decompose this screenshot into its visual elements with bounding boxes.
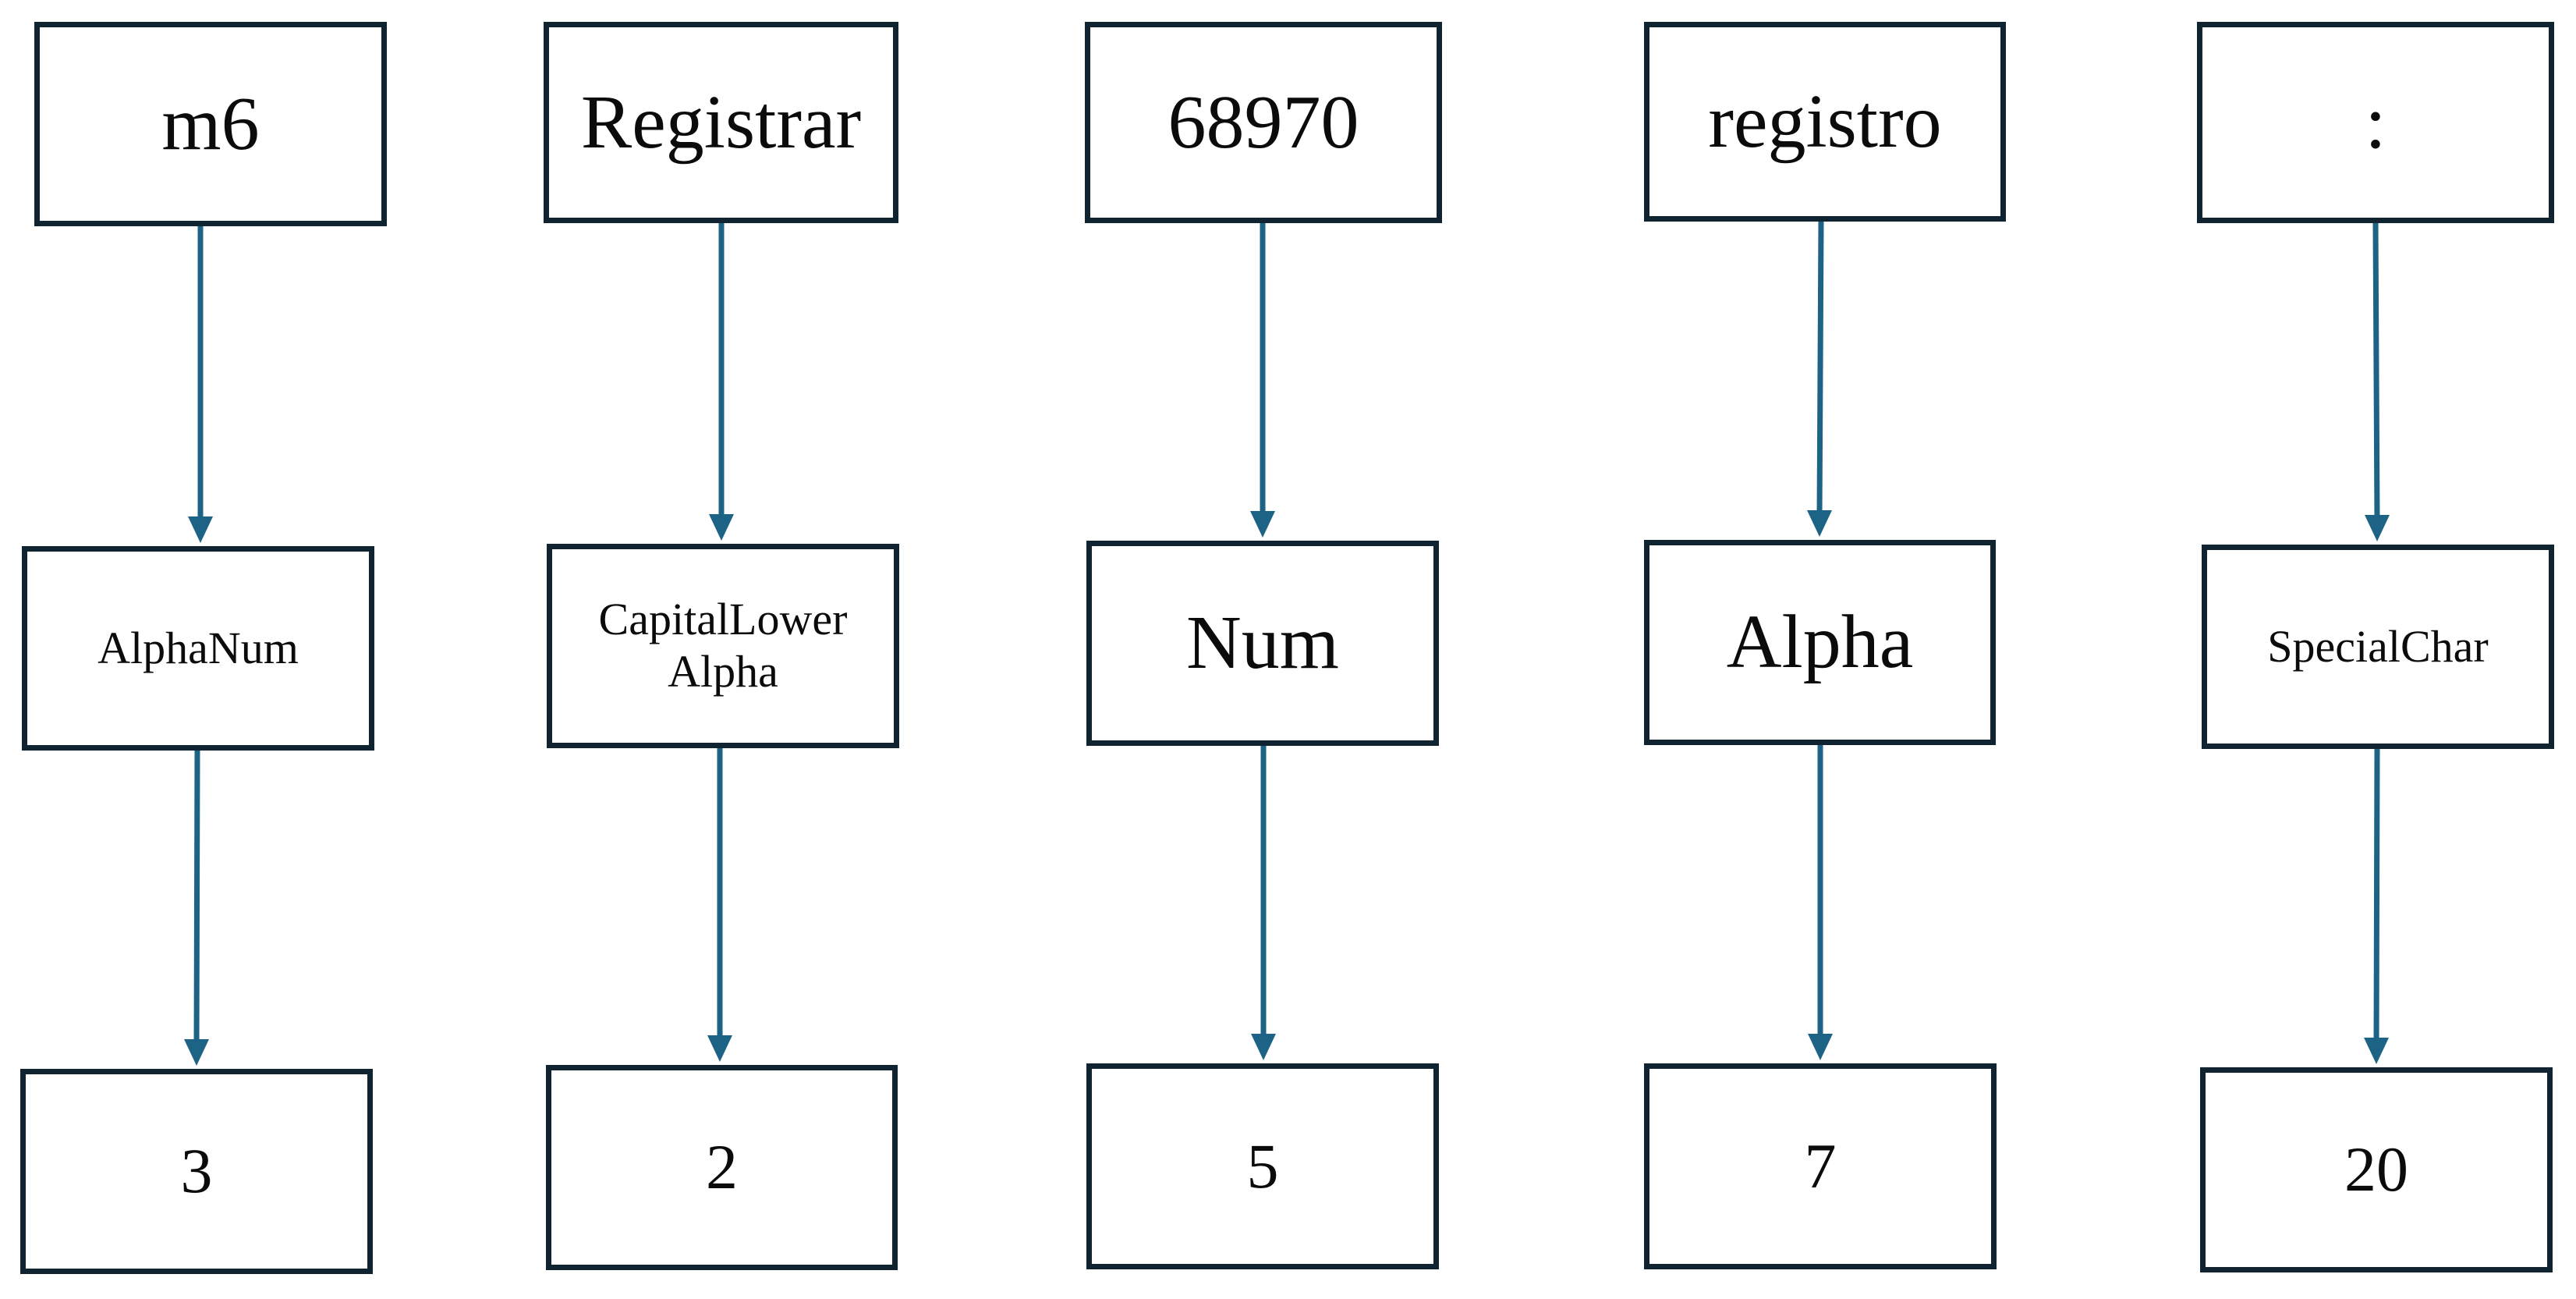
type-text-5: SpecialChar xyxy=(2267,620,2489,672)
arrowhead-icon xyxy=(188,516,213,543)
type-text-1: AlphaNum xyxy=(97,622,299,673)
connector-arrow-8 xyxy=(1808,745,1833,1060)
connector-arrow-6 xyxy=(1251,746,1276,1060)
value-text-3: 5 xyxy=(1246,1130,1279,1201)
token-text-5: : xyxy=(2365,80,2386,165)
token-box-4: registro xyxy=(1644,22,2006,222)
value-box-3: 5 xyxy=(1086,1063,1439,1269)
type-box-5: SpecialChar xyxy=(2202,545,2554,749)
arrowhead-icon xyxy=(2365,515,2390,541)
token-text-1: m6 xyxy=(161,81,260,166)
token-box-5: : xyxy=(2197,22,2554,223)
type-box-4: Alpha xyxy=(1644,540,1996,745)
connector-arrow-4 xyxy=(707,748,732,1062)
token-box-2: Registrar xyxy=(544,22,898,223)
arrowhead-icon xyxy=(1251,1034,1276,1060)
arrowhead-icon xyxy=(1807,510,1832,537)
value-box-5: 20 xyxy=(2200,1067,2553,1272)
arrowhead-icon xyxy=(1808,1034,1833,1060)
connector-arrow-9 xyxy=(2365,222,2390,541)
arrowhead-icon xyxy=(1250,511,1275,538)
connector-arrow-3 xyxy=(709,223,734,541)
connector-arrow-2 xyxy=(184,750,209,1066)
connector-arrow-5 xyxy=(1250,223,1275,538)
value-text-2: 2 xyxy=(706,1131,738,1203)
value-text-4: 7 xyxy=(1804,1130,1837,1201)
type-box-3: Num xyxy=(1086,541,1439,746)
arrowhead-icon xyxy=(2364,1038,2389,1064)
token-box-1: m6 xyxy=(34,22,387,226)
token-text-2: Registrar xyxy=(580,80,862,165)
type-text-3: Num xyxy=(1186,601,1339,686)
type-box-1: AlphaNum xyxy=(22,546,374,751)
arrowhead-icon xyxy=(184,1039,209,1066)
value-text-1: 3 xyxy=(180,1135,213,1207)
arrowhead-icon xyxy=(709,514,734,541)
token-box-3: 68970 xyxy=(1085,22,1442,223)
connector-arrow-7 xyxy=(1807,221,1832,537)
value-text-5: 20 xyxy=(2344,1134,2408,1205)
value-box-1: 3 xyxy=(20,1069,373,1274)
connector-arrow-1 xyxy=(188,226,213,543)
arrowhead-icon xyxy=(707,1035,732,1062)
type-text-4: Alpha xyxy=(1726,600,1914,685)
token-text-4: registro xyxy=(1708,79,1942,164)
value-box-4: 7 xyxy=(1644,1063,1997,1269)
value-box-2: 2 xyxy=(546,1065,898,1270)
type-text-2: CapitalLower Alpha xyxy=(598,594,848,697)
type-box-2: CapitalLower Alpha xyxy=(547,544,899,748)
token-text-3: 68970 xyxy=(1168,80,1359,165)
connector-arrow-10 xyxy=(2364,748,2389,1064)
